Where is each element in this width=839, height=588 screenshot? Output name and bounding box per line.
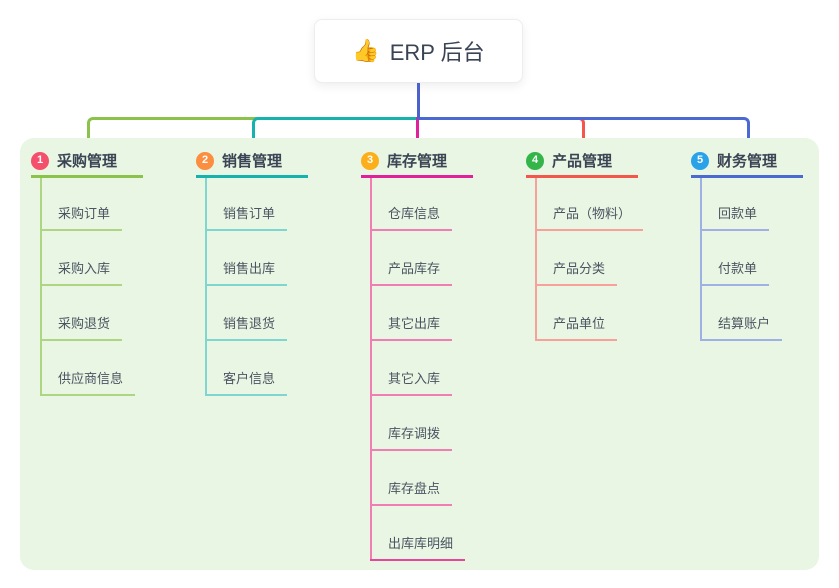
child-node[interactable]: 产品单位: [535, 311, 618, 341]
child-node-label: 采购入库: [58, 261, 111, 276]
root-node-label: ERP 后台: [389, 40, 485, 65]
child-node[interactable]: 销售退货: [205, 311, 288, 341]
branch-title-5[interactable]: 5 财务管理: [691, 146, 803, 178]
child-node[interactable]: 采购退货: [40, 311, 123, 341]
child-node-label: 采购退货: [58, 316, 111, 331]
child-node-label: 其它入库: [388, 371, 441, 386]
branch-title-3[interactable]: 3 库存管理: [361, 146, 473, 178]
child-node[interactable]: 产品库存: [370, 256, 453, 286]
branch-title-label: 销售管理: [222, 153, 283, 170]
branch-title-2[interactable]: 2 销售管理: [196, 146, 308, 178]
child-node[interactable]: 产品（物料）: [535, 201, 644, 231]
child-node-label: 采购订单: [58, 206, 111, 221]
child-node[interactable]: 供应商信息: [40, 366, 136, 396]
child-node[interactable]: 其它入库: [370, 366, 453, 396]
child-node-label: 出库库明细: [388, 536, 454, 551]
child-node-label: 其它出库: [388, 316, 441, 331]
branch-number-badge: 3: [361, 151, 379, 170]
branch-spine-4: [535, 178, 537, 341]
root-connector-stem: [417, 83, 420, 120]
child-node[interactable]: 回款单: [700, 201, 770, 231]
branches-panel: [20, 138, 819, 570]
child-node-label: 库存盘点: [388, 481, 441, 496]
child-node[interactable]: 客户信息: [205, 366, 288, 396]
branch-spine-1: [40, 178, 42, 396]
connector-drop-3: [416, 117, 419, 146]
child-node-label: 结算账户: [718, 316, 771, 331]
child-node-label: 销售订单: [223, 206, 276, 221]
child-node-label: 库存调拨: [388, 426, 441, 441]
connector-elbow-2: [252, 117, 419, 146]
child-node-label: 客户信息: [223, 371, 276, 386]
branch-spine-2: [205, 178, 207, 396]
child-node[interactable]: 产品分类: [535, 256, 618, 286]
child-node-label: 销售退货: [223, 316, 276, 331]
branch-number-badge: 1: [31, 151, 49, 170]
child-node[interactable]: 采购入库: [40, 256, 123, 286]
child-node-label: 回款单: [718, 206, 758, 221]
child-node[interactable]: 销售出库: [205, 256, 288, 286]
child-node[interactable]: 付款单: [700, 256, 770, 286]
child-node-label: 产品单位: [553, 316, 606, 331]
branch-title-4[interactable]: 4 产品管理: [526, 146, 638, 178]
child-node[interactable]: 采购订单: [40, 201, 123, 231]
branch-title-1[interactable]: 1 采购管理: [31, 146, 143, 178]
child-node[interactable]: 销售订单: [205, 201, 288, 231]
child-node[interactable]: 出库库明细: [370, 531, 466, 561]
child-node[interactable]: 结算账户: [700, 311, 783, 341]
root-node-erp[interactable]: 👍 ERP 后台: [314, 19, 523, 83]
child-node-label: 产品分类: [553, 261, 606, 276]
branch-title-label: 库存管理: [387, 153, 448, 170]
child-node[interactable]: 库存盘点: [370, 476, 453, 506]
child-node[interactable]: 其它出库: [370, 311, 453, 341]
branch-title-label: 财务管理: [717, 153, 778, 170]
child-node-label: 供应商信息: [58, 371, 124, 386]
connector-elbow-5: [419, 117, 750, 146]
branch-number-badge: 2: [196, 151, 214, 170]
branch-spine-5: [700, 178, 702, 341]
child-node[interactable]: 仓库信息: [370, 201, 453, 231]
child-node-label: 销售出库: [223, 261, 276, 276]
branch-number-badge: 4: [526, 151, 544, 170]
branch-title-label: 产品管理: [552, 153, 613, 170]
child-node[interactable]: 库存调拨: [370, 421, 453, 451]
branch-spine-3: [370, 178, 372, 561]
child-node-label: 产品库存: [388, 261, 441, 276]
child-node-label: 产品（物料）: [553, 206, 632, 221]
branch-number-badge: 5: [691, 151, 709, 170]
child-node-label: 付款单: [718, 261, 758, 276]
thumbs-up-icon: 👍: [352, 38, 380, 63]
child-node-label: 仓库信息: [388, 206, 441, 221]
branch-title-label: 采购管理: [57, 153, 118, 170]
